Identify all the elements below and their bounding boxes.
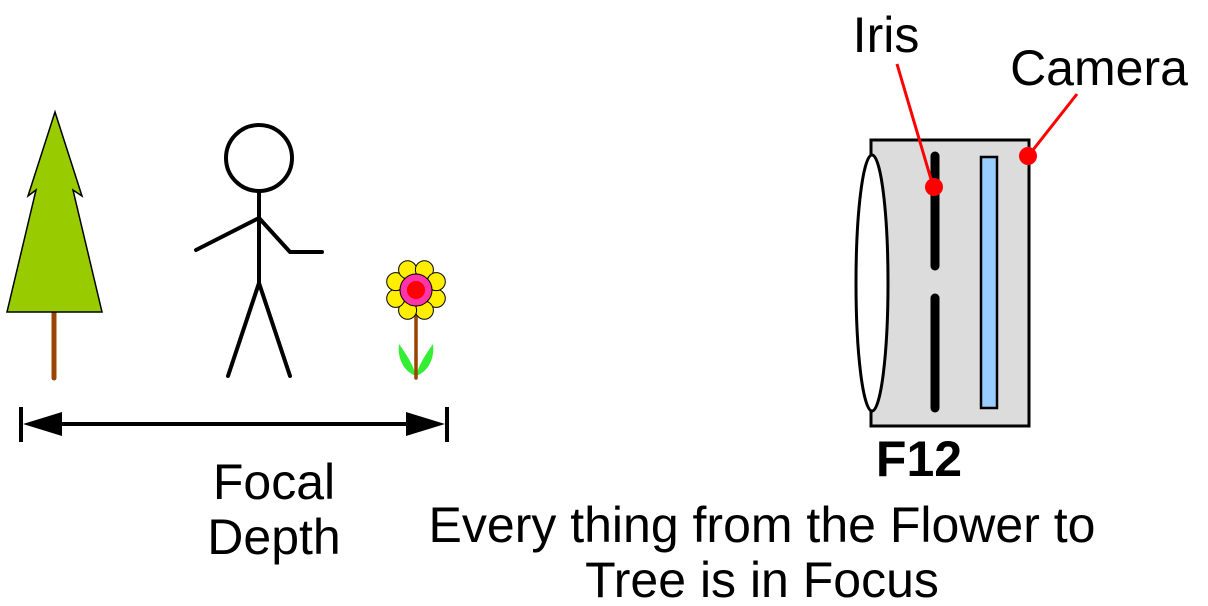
camera-body — [869, 138, 1031, 428]
arrow-head-left — [23, 412, 62, 436]
camera-pointer — [1019, 93, 1079, 165]
flower-center — [407, 281, 425, 299]
iris-pointer-dot — [925, 178, 943, 196]
stick-figure-icon — [194, 123, 324, 378]
focal-depth-label-line1: Focal — [213, 454, 335, 510]
figure-left-leg — [226, 281, 261, 378]
figure-right-leg — [257, 281, 292, 378]
figure-arms — [194, 216, 324, 254]
caption-line2: Tree is in Focus — [585, 552, 939, 606]
figure-head — [224, 123, 294, 193]
iris-label: Iris — [853, 7, 920, 63]
flower-leaf-left — [398, 344, 416, 376]
arrow-head-right — [406, 412, 445, 436]
tree-icon — [6, 109, 103, 381]
camera-pointer-dot — [1019, 147, 1037, 165]
sensor-icon — [979, 155, 999, 410]
flower-icon — [386, 260, 446, 380]
iris-pointer — [895, 63, 943, 196]
caption-line1: Every thing from the Flower to — [429, 497, 1096, 553]
tree-foliage — [6, 109, 103, 313]
camera-icon — [854, 138, 1031, 428]
camera-pointer-line — [1027, 93, 1079, 156]
focal-depth-label-line2: Depth — [207, 509, 340, 565]
iris-pointer-line — [895, 63, 935, 187]
camera-label: Camera — [1010, 40, 1188, 96]
flower-leaf-right — [416, 344, 434, 376]
focal-depth-arrow — [19, 407, 449, 442]
lens-icon — [854, 153, 890, 413]
f-number-label: F12 — [876, 431, 962, 487]
